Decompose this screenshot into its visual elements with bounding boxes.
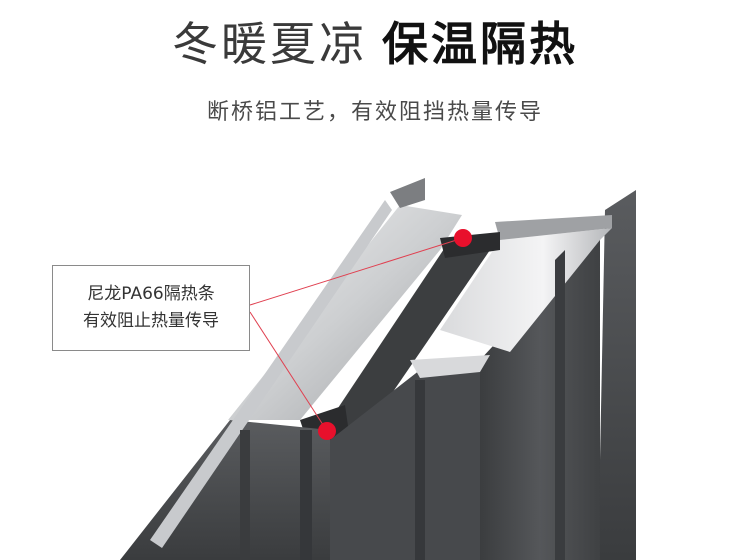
profile-right-wall [598, 190, 636, 560]
insulation-marker-bottom [318, 422, 336, 440]
callout-line-2: 有效阻止热量传导 [83, 311, 219, 331]
profile-center-channel [330, 240, 490, 440]
insulation-marker-top [454, 229, 472, 247]
callout-leader-top [249, 237, 464, 306]
profile-silver-chamber-right [440, 228, 612, 352]
headline-bold-text: 保温隔热 [382, 17, 578, 71]
profile-silver-chamber-left [228, 205, 462, 420]
subheadline: 断桥铝工艺，有效阻挡热量传导 [206, 100, 543, 125]
callout-leader-bottom [249, 311, 328, 432]
profile-lower-middle [330, 365, 480, 560]
profile-front-face-right [480, 230, 600, 560]
headline-light-text: 冬暖夏凉 [172, 17, 368, 71]
callout-line-1: 尼龙PA66隔热条 [87, 284, 215, 304]
headline: 冬暖夏凉保温隔热 [0, 14, 750, 74]
callout-box: 尼龙PA66隔热条 有效阻止热量传导 [52, 265, 250, 351]
